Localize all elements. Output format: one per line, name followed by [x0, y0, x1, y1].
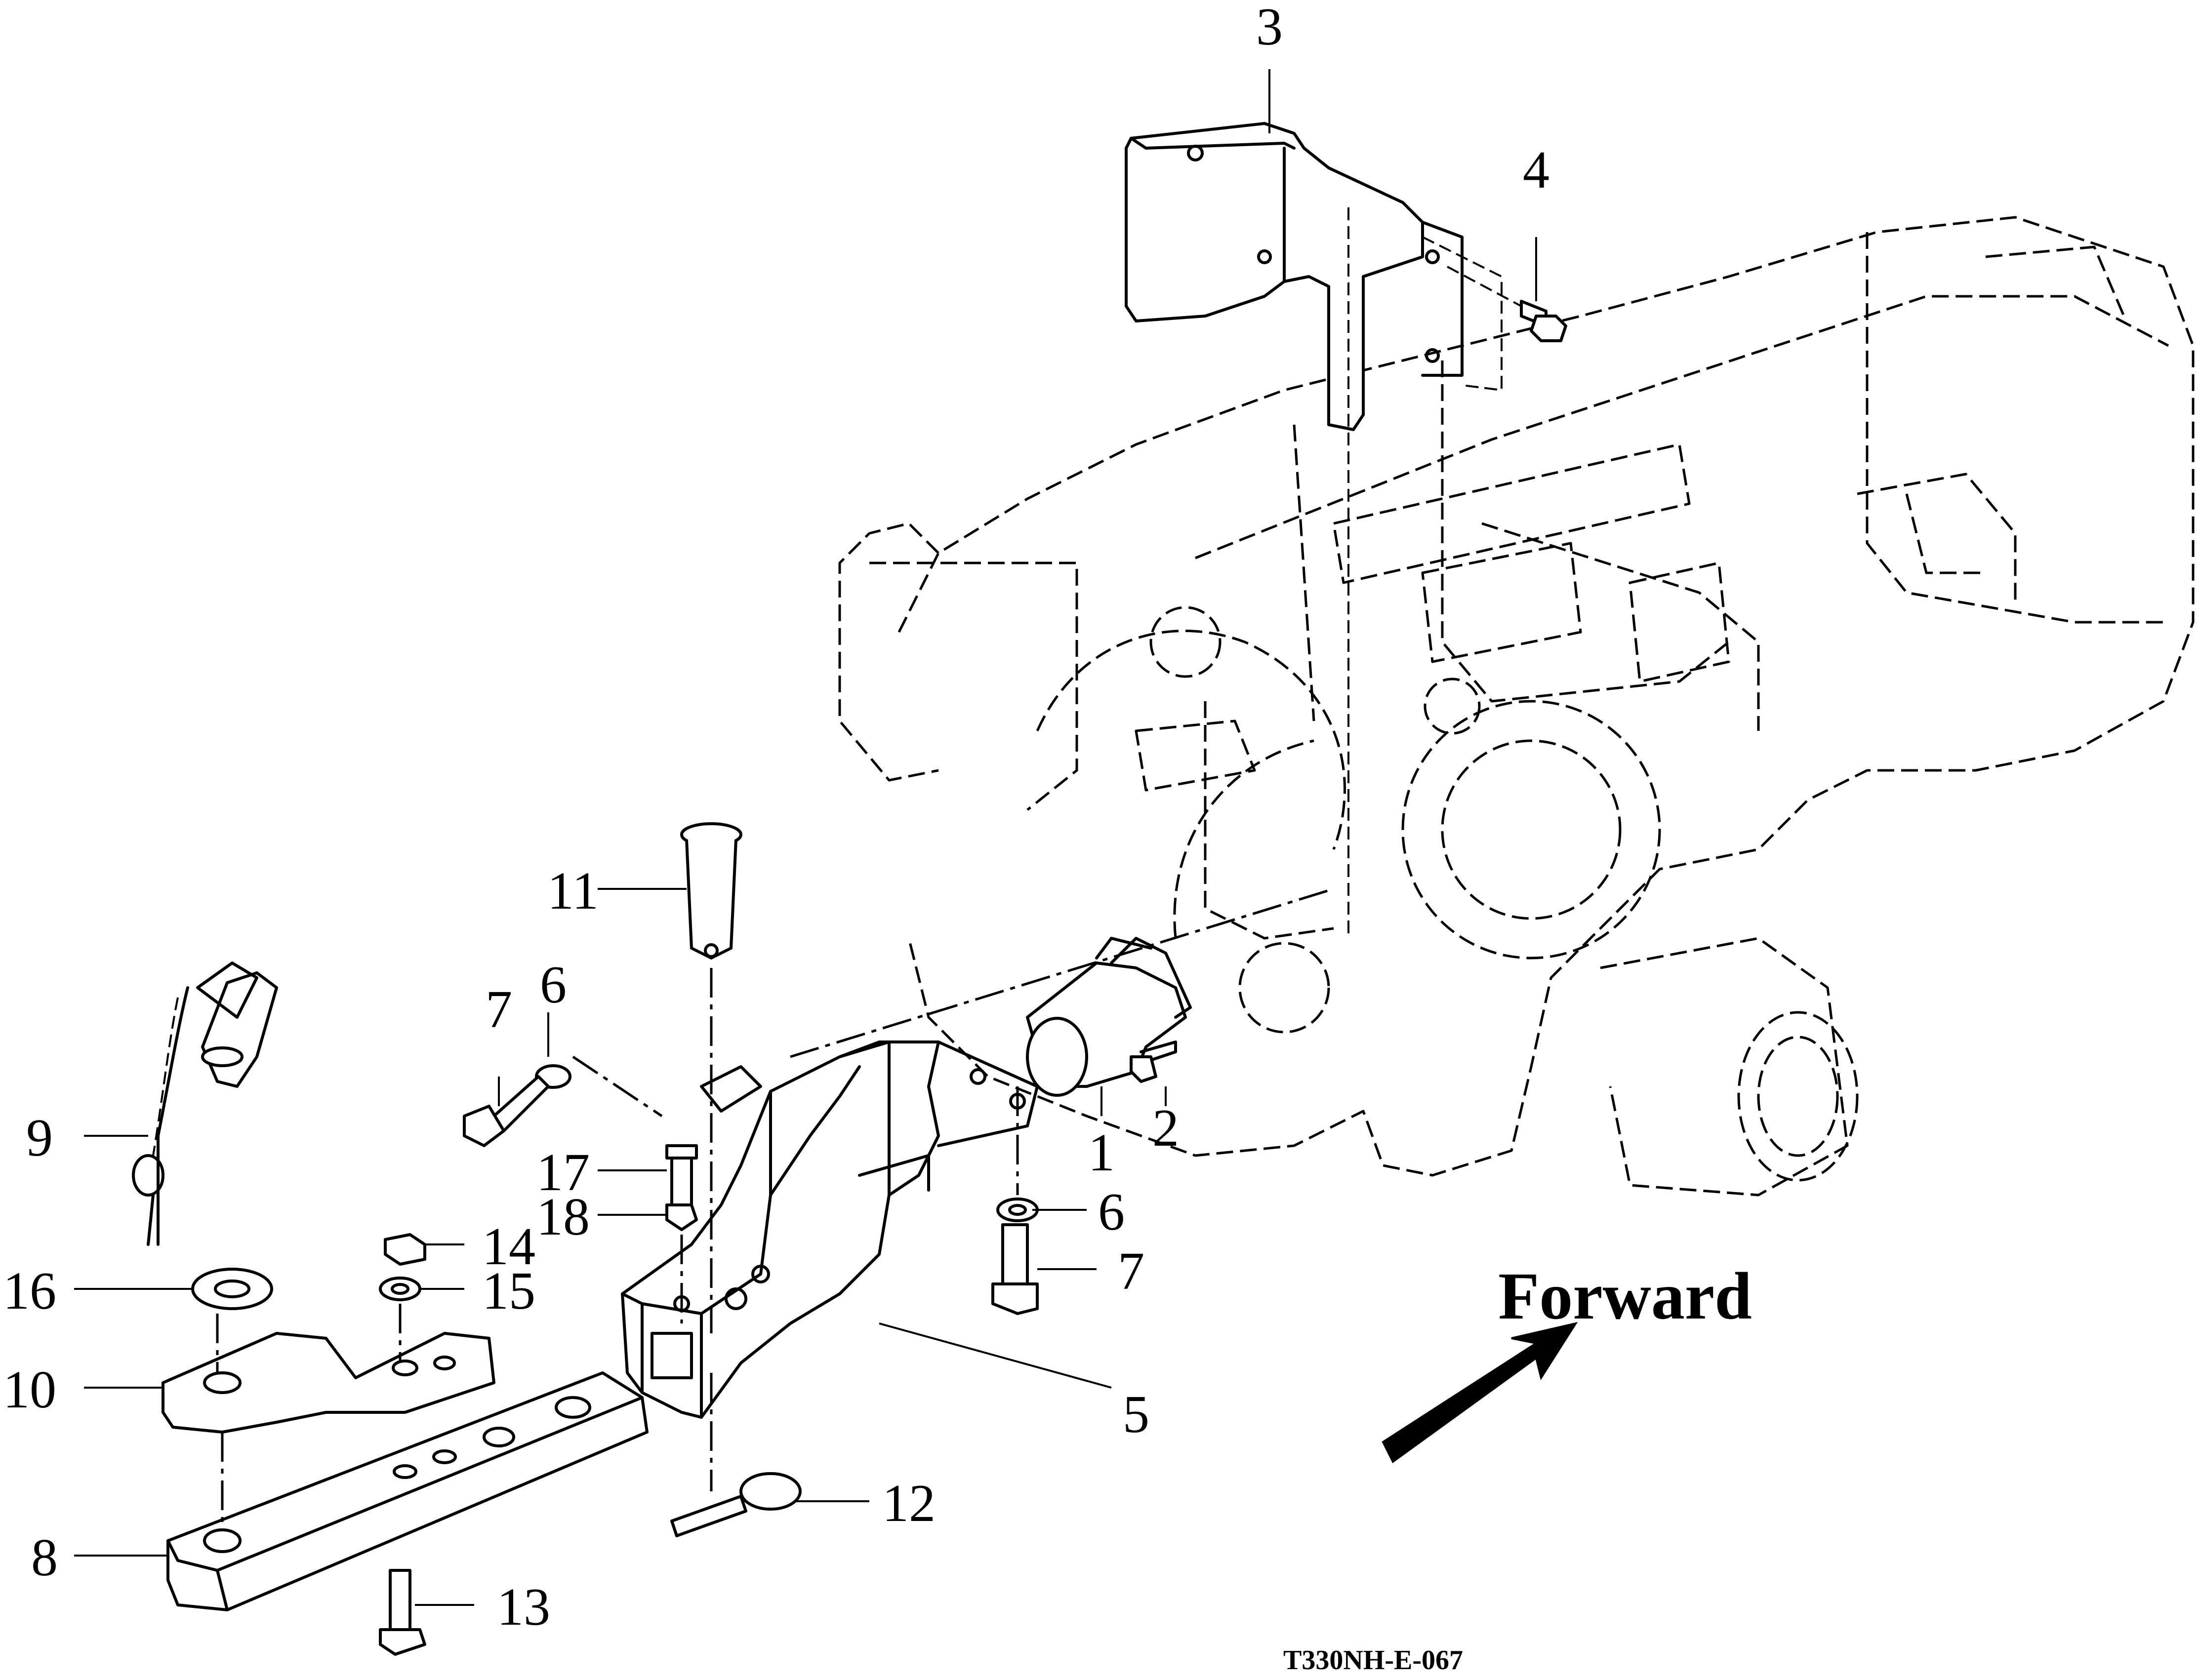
- part-3-upper-bracket: [1125, 122, 1503, 938]
- callout-6-lower: 6: [1098, 1183, 1125, 1241]
- hardware-fasteners: [191, 1064, 1039, 1315]
- part-11-clevis-pin: [680, 822, 742, 1333]
- callout-3: 3: [1256, 0, 1283, 56]
- callout-12: 12: [882, 1474, 936, 1533]
- part-2-bolt: [1130, 1040, 1177, 1083]
- forward-arrow-icon: [1382, 1321, 1578, 1464]
- part-5-drawbar-bracket: [621, 1040, 1039, 1419]
- callout-7-upper: 7: [486, 980, 512, 1039]
- callout-9: 9: [26, 1109, 53, 1167]
- callout-7-lower: 7: [1118, 1242, 1144, 1301]
- forward-label: Forward: [1498, 1259, 1752, 1333]
- part-13-bolt: [379, 1569, 426, 1656]
- callout-13: 13: [497, 1578, 550, 1637]
- callout-4: 4: [1523, 141, 1549, 200]
- part-10-hitch-plate: [162, 1332, 495, 1434]
- part-4-bolt: [1447, 266, 1567, 342]
- transmission-housing-outline: [838, 216, 2195, 1197]
- callout-numbers: 1 2 3 4 5 6 6 7 7 8 9 10 11 12 13 14 15 …: [3, 0, 1549, 1637]
- callout-1: 1: [1088, 1123, 1115, 1182]
- callout-11: 11: [547, 862, 599, 920]
- part-12-lynch-pin: [670, 1472, 802, 1537]
- callout-2: 2: [1152, 1099, 1179, 1158]
- callout-5: 5: [1123, 1385, 1149, 1444]
- callout-14: 14: [482, 1217, 535, 1276]
- callout-18: 18: [536, 1188, 590, 1246]
- callout-10: 10: [3, 1360, 56, 1419]
- part-8-drawbar: [166, 1371, 649, 1611]
- callout-17: 17: [536, 1143, 590, 1202]
- leader-lines: [74, 69, 1537, 1606]
- part-9-hitch-pin: [132, 961, 278, 1246]
- callout-6-upper: 6: [540, 956, 567, 1014]
- drawing-code: T330NH-E-067: [1283, 1645, 1463, 1676]
- alignment-lines: [216, 887, 1334, 1531]
- callout-16: 16: [3, 1262, 56, 1320]
- callout-8: 8: [31, 1528, 58, 1587]
- part-1-pivot-sleeve: [1026, 937, 1192, 1097]
- callout-15: 15: [482, 1262, 535, 1320]
